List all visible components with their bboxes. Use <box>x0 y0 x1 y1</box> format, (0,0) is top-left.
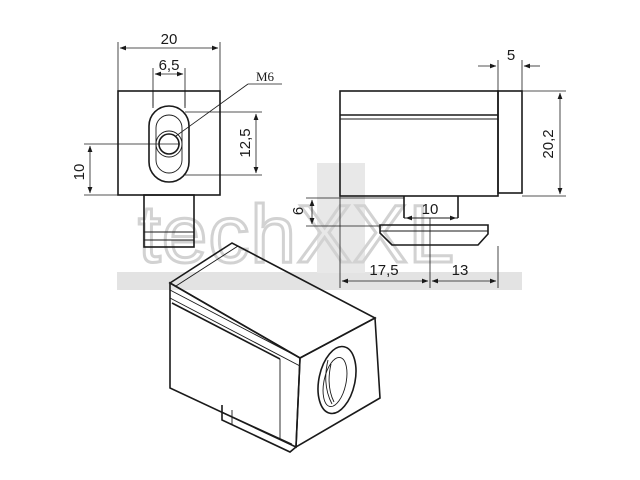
dim-left-length: 17,5 <box>369 262 398 279</box>
iso-slot-outer <box>317 345 357 415</box>
iso-left-face <box>169 281 301 449</box>
iso-right-face <box>295 316 381 449</box>
dim-front-width: 20 <box>161 31 178 48</box>
dim-slot-width: 6,5 <box>159 57 180 74</box>
dim-right-length: 13 <box>452 262 469 279</box>
watermark-text: techXXL <box>138 189 455 280</box>
dim-bore-height: 10 <box>71 164 88 181</box>
watermark: techXXL <box>117 163 522 290</box>
front-tab-outline <box>143 194 195 248</box>
dim-lip-width: 5 <box>507 47 515 64</box>
isometric-view <box>168 242 381 453</box>
front-dimensions: 20 6,5 M6 12,5 10 <box>71 31 282 196</box>
dim-tnut-width: 10 <box>422 201 439 218</box>
side-view <box>339 90 523 246</box>
thread-label: M6 <box>256 69 275 84</box>
side-tnut-foot <box>379 224 489 246</box>
iso-slot-inner <box>322 356 348 408</box>
dim-slot-height: 12,5 <box>237 128 254 157</box>
side-dimensions: 5 20,2 6 10 17,5 13 <box>290 47 566 288</box>
dim-tnut-height: 6 <box>290 207 307 215</box>
dim-side-height: 20,2 <box>540 129 557 158</box>
iso-tnut <box>221 405 297 453</box>
side-lip-outline <box>497 90 523 194</box>
